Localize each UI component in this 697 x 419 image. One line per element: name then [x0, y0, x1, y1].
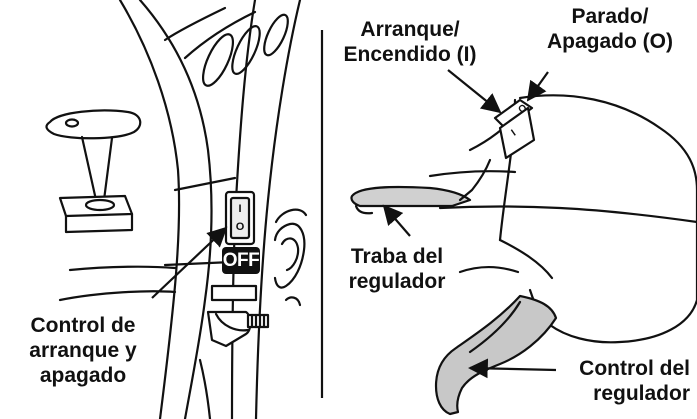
stop-label: Parado/ Apagado (O) [530, 4, 690, 54]
label-line: Apagado (O) [547, 30, 673, 53]
label-line: Traba del [350, 245, 444, 268]
off-badge: OFF [222, 247, 260, 274]
label-line: Parado/ [571, 5, 649, 28]
left-switch-off-mark: O [236, 221, 245, 233]
start-leader-arrow [447, 69, 502, 114]
label-line: regulador [593, 382, 690, 405]
switch-control-label: Control de arranque y apagado [8, 313, 158, 388]
label-line: apagado [39, 364, 127, 387]
engine-housing-illustration [45, 0, 308, 419]
switch-control-leader-arrow [151, 226, 228, 299]
start-label: Arranque/ Encendido (I) [330, 17, 490, 67]
throttle-lock-label: Traba del regulador [332, 244, 462, 294]
label-line: Encendido (I) [343, 43, 477, 66]
label-line: arranque y [29, 339, 137, 362]
stop-leader-arrow [526, 71, 549, 102]
throttle-leader-arrow [468, 358, 557, 379]
label-line: Control de [30, 314, 136, 337]
right-switch-on-mark: I [510, 128, 519, 139]
handle-illustration [350, 94, 697, 416]
label-line: regulador [348, 270, 446, 293]
left-switch-on-mark: I [238, 203, 241, 215]
label-line: Control del [579, 357, 690, 380]
lock-leader-arrow [382, 204, 411, 237]
label-line: Arranque/ [360, 18, 460, 41]
throttle-control-label: Control del regulador [540, 356, 690, 406]
